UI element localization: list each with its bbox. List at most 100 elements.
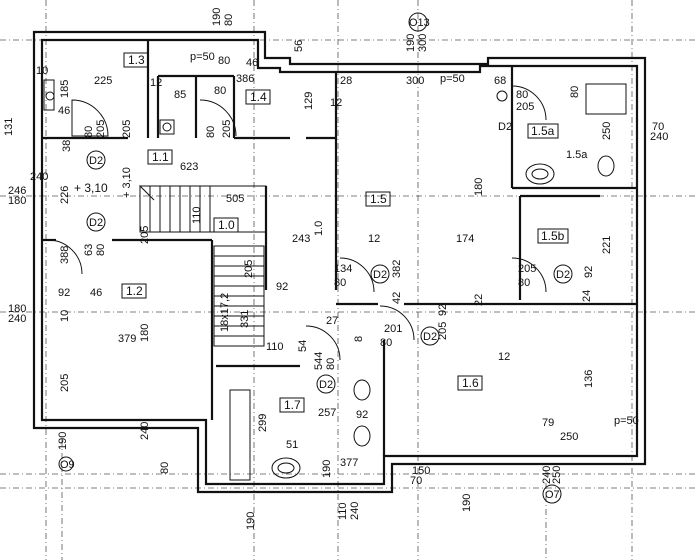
dim-label: 85 xyxy=(174,89,186,101)
dim-label: 12 xyxy=(150,77,162,89)
dim-label: 190 xyxy=(57,432,69,450)
dim-label: 388 xyxy=(59,246,71,264)
dim-label: 24 xyxy=(581,290,593,302)
grid-markers: O13 O7 O9 xyxy=(58,12,562,504)
dim-label: 12 xyxy=(368,233,380,245)
room-label: 1.3 xyxy=(128,53,145,67)
dim-label: 240 xyxy=(650,131,668,143)
dim-label: 250 xyxy=(601,122,613,140)
staircase xyxy=(139,184,267,347)
dim-label: 80 xyxy=(516,89,528,101)
room-label: 1.5b xyxy=(541,229,565,243)
dim-label: 205 xyxy=(437,322,449,340)
dim-label: 240 xyxy=(349,502,361,520)
dim-label: 225 xyxy=(94,75,112,87)
dim-label: 80 xyxy=(214,85,226,97)
door-tag: D2 xyxy=(556,269,570,281)
dim-label: 10 xyxy=(36,65,48,77)
door-tag: D2 xyxy=(89,217,103,229)
dim-label: 42 xyxy=(391,292,403,304)
toilet-icon xyxy=(353,425,371,447)
dim-label: 205 xyxy=(518,263,536,275)
dim-label: 190 xyxy=(405,34,417,52)
dim-label: 205 xyxy=(139,226,151,244)
grid-marker: O7 xyxy=(545,489,560,501)
dim-label: 46 xyxy=(246,57,258,69)
dim-label: 68 xyxy=(494,75,506,87)
dim-label: 240 xyxy=(30,171,48,183)
dim-label: 257 xyxy=(318,407,336,419)
dim-label: 46 xyxy=(58,105,70,117)
grid-marker: O13 xyxy=(409,17,430,29)
dim-label: 92 xyxy=(437,304,449,316)
bathtub-icon xyxy=(271,457,301,479)
dim-label: 12 xyxy=(330,97,342,109)
dim-label: 46 xyxy=(90,287,102,299)
door-tag: D2 xyxy=(89,155,103,167)
dim-label: 80 xyxy=(223,14,235,26)
dim-label: 80 xyxy=(569,86,581,98)
dim-label: 131 xyxy=(3,118,15,136)
room-label: 1.2 xyxy=(126,284,143,298)
dim-label: 136 xyxy=(583,370,595,388)
dim-label: 180 xyxy=(8,303,26,315)
door-tags: D2 D2 D2 D2 D2 D2 D2 xyxy=(86,121,573,394)
dim-label: 12 xyxy=(498,351,510,363)
dim-label: 1.0 xyxy=(313,221,325,236)
outer-walls xyxy=(32,30,647,494)
dim-label: 51 xyxy=(286,439,298,451)
dim-label: 10 xyxy=(59,310,71,322)
dim-label: 386 xyxy=(236,73,254,85)
dim-label: 205 xyxy=(221,120,233,138)
dim-label: 92 xyxy=(356,409,368,421)
dim-label: 250 xyxy=(560,431,578,443)
dim-label: 38 xyxy=(61,140,73,152)
dim-label: p=50 xyxy=(440,73,465,85)
room-label: 1.5 xyxy=(370,192,387,206)
door-tag: D2 xyxy=(423,331,437,343)
dim-label: 180 xyxy=(473,178,485,196)
dim-label: 205 xyxy=(59,374,71,392)
dim-label: 110 xyxy=(266,341,284,353)
door-tag: D2 xyxy=(373,269,387,281)
dim-label: 70 xyxy=(652,121,664,133)
dim-label: 28 xyxy=(340,75,352,87)
dim-label: 240 xyxy=(8,313,26,325)
dim-label: 8 xyxy=(353,336,365,342)
dim-label: 80 xyxy=(380,337,392,349)
dim-label: 80 xyxy=(205,126,217,138)
dim-label: 250 xyxy=(551,466,563,484)
dim-label: 80 xyxy=(334,277,346,289)
fixtures xyxy=(43,79,627,481)
dim-label: 505 xyxy=(226,193,244,205)
dim-label: 110 xyxy=(337,502,349,520)
dim-label: 185 xyxy=(59,80,71,98)
dim-label: 331 xyxy=(239,310,251,328)
dim-label: 190 xyxy=(321,460,333,478)
dim-label: 80 xyxy=(159,462,171,474)
dim-label: 190 xyxy=(461,494,473,512)
grid-marker: O9 xyxy=(60,459,75,471)
dim-label: 382 xyxy=(391,260,403,278)
dim-label: 221 xyxy=(601,236,613,254)
dim-label: 246 xyxy=(8,185,26,197)
dim-label: 205 xyxy=(516,101,534,113)
dim-label: 27 xyxy=(326,315,338,327)
dim-label: 201 xyxy=(384,323,402,335)
dim-label: 1.5a xyxy=(566,149,588,161)
dim-label: 190 xyxy=(211,8,223,26)
dim-label: 92 xyxy=(276,281,288,293)
sink-icon xyxy=(525,163,555,185)
dim-label: 80 xyxy=(518,277,530,289)
dim-label: 80 xyxy=(95,244,107,256)
dim-label: 243 xyxy=(292,233,310,245)
dim-label: 299 xyxy=(257,414,269,432)
dim-label: 190 xyxy=(245,512,257,530)
dim-label: 180 xyxy=(139,324,151,342)
toilet-icon xyxy=(597,155,615,177)
dim-label: 129 xyxy=(303,92,315,110)
dim-label: 205 xyxy=(121,120,133,138)
dim-label: 377 xyxy=(340,457,358,469)
door-tag: D2 xyxy=(319,379,333,391)
